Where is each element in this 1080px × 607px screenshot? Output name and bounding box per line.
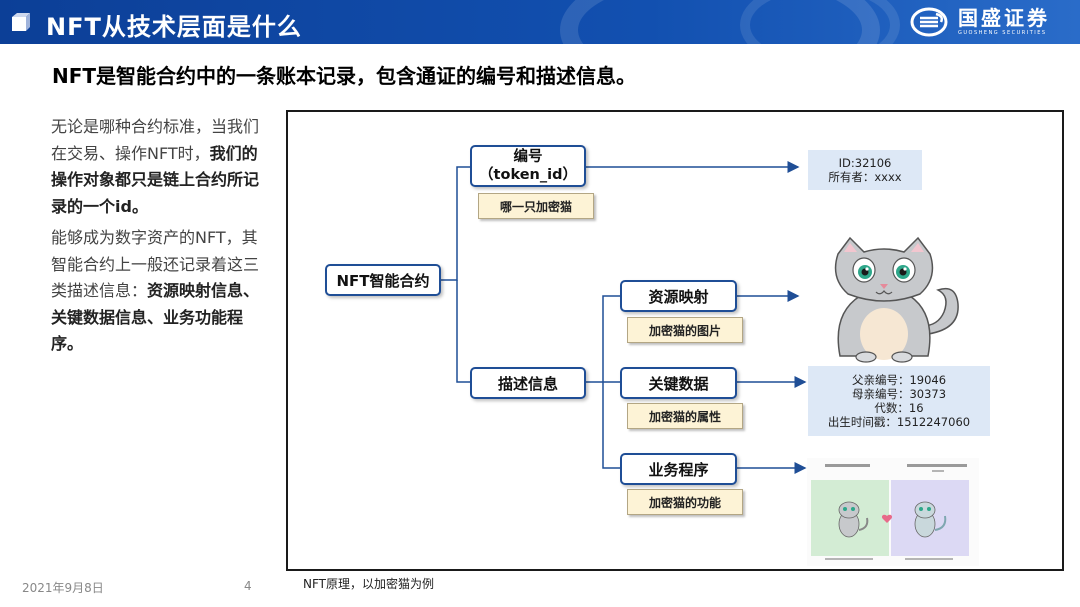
description-node: 描述信息	[470, 367, 586, 399]
mother-id-line: 母亲编号：30373	[851, 387, 947, 401]
paragraph-1-normal: 无论是哪种合约标准，当我们在交易、操作NFT时，	[51, 117, 260, 163]
id-node: 编号 （token_id）	[470, 145, 586, 187]
page-title: NFT从技术层面是什么	[46, 13, 302, 41]
header-decoration	[740, 0, 900, 44]
left-explanation: 无论是哪种合约标准，当我们在交易、操作NFT时，我们的操作对象都只是链上合约所记…	[51, 114, 269, 363]
footer-date: 2021年9月8日	[22, 581, 104, 595]
description-node-label: 描述信息	[497, 374, 558, 393]
paragraph-2: 能够成为数字资产的NFT，其智能合约上一般还记录着这三类描述信息：资源映射信息、…	[51, 225, 269, 358]
slide-subtitle: NFT是智能合约中的一条账本记录，包含通证的编号和描述信息。	[52, 64, 637, 88]
id-note: 哪一只加密猫	[478, 193, 594, 219]
figure-caption: NFT原理，以加密猫为例	[303, 577, 434, 591]
id-info-line2: 所有者：xxxx	[828, 170, 902, 184]
resource-note: 加密猫的图片	[627, 317, 743, 343]
keydata-note-text: 加密猫的属性	[648, 409, 721, 424]
cube-icon	[12, 13, 30, 31]
paragraph-2-normal: 能够成为数字资产的NFT，其智能合约上一般还记录着这三类描述信息：	[51, 228, 260, 300]
page-number: 4	[244, 579, 252, 593]
business-app-screenshot	[807, 458, 979, 566]
id-info-line1: ID:32106	[838, 156, 892, 170]
business-note-text: 加密猫的功能	[648, 495, 721, 510]
app-screenshot-graphic	[807, 458, 979, 566]
id-node-line1: 编号	[513, 149, 543, 165]
paragraph-1-bold: 我们的操作对象都只是链上合约所记录的一个id。	[51, 143, 260, 216]
keydata-node: 关键数据	[620, 367, 737, 399]
resource-node: 资源映射	[620, 280, 737, 312]
father-id-line: 父亲编号：19046	[851, 373, 947, 387]
root-node-smart-contract: NFT智能合约	[325, 264, 441, 296]
logo-english-name: GUOSHENG SECURITIES	[958, 30, 1047, 36]
keydata-info-box: 父亲编号：19046 母亲编号：30373 代数：16 出生时间戳：151224…	[808, 366, 990, 436]
logo-mark-icon	[910, 7, 948, 37]
resource-note-text: 加密猫的图片	[648, 323, 721, 338]
paragraph-2-bold: 资源映射信息、关键数据信息、业务功能程序。	[51, 281, 260, 353]
business-node-label: 业务程序	[648, 460, 709, 479]
cryptokitty-illustration	[834, 236, 959, 363]
resource-node-label: 资源映射	[648, 287, 709, 306]
business-note: 加密猫的功能	[627, 489, 743, 515]
generation-line: 代数：16	[874, 401, 924, 415]
company-logo: 国盛证券 GUOSHENG SECURITIES	[910, 5, 1050, 39]
id-info-box: ID:32106 所有者：xxxx	[808, 150, 922, 190]
id-note-text: 哪一只加密猫	[499, 199, 572, 214]
paragraph-1: 无论是哪种合约标准，当我们在交易、操作NFT时，我们的操作对象都只是链上合约所记…	[51, 114, 269, 220]
business-node: 业务程序	[620, 453, 737, 485]
birth-timestamp-line: 出生时间戳：1512247060	[827, 415, 971, 429]
keydata-node-label: 关键数据	[648, 374, 709, 393]
logo-chinese-name: 国盛证券	[958, 6, 1050, 30]
keydata-note: 加密猫的属性	[627, 403, 743, 429]
header-bar: NFT从技术层面是什么 国盛证券 GUOSHENG SECURITIES	[0, 0, 1080, 44]
id-node-line2: （token_id）	[479, 167, 577, 183]
root-node-label: NFT智能合约	[336, 271, 430, 290]
